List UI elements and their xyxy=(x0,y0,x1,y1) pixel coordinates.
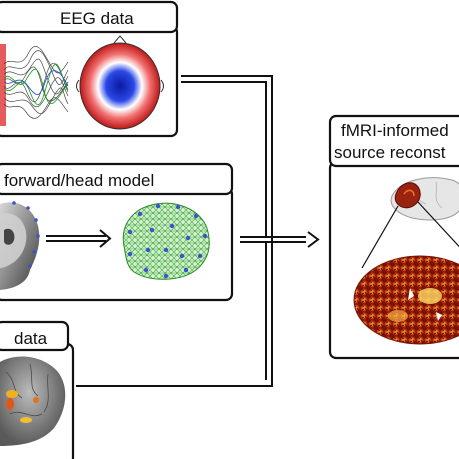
output-panel-title-line1: fMRI-informed xyxy=(341,121,449,140)
merge-arrow-icon xyxy=(307,231,320,248)
fmri-panel-title: data xyxy=(14,329,48,348)
eeg-panel-title: EEG data xyxy=(60,9,134,28)
head-mesh-image xyxy=(122,202,210,280)
brain-source-image xyxy=(390,177,459,221)
scalp-topography-image xyxy=(76,35,164,130)
forward-panel-title: forward/head model xyxy=(4,171,154,190)
arrow-right-icon xyxy=(46,229,112,248)
fmri-panel: data xyxy=(0,320,75,459)
connector-lines xyxy=(76,75,306,387)
mri-head-image xyxy=(0,201,40,290)
zoom-lines xyxy=(361,201,459,269)
cortex-source-map-image xyxy=(353,255,459,345)
eeg-panel: EEG data xyxy=(0,0,179,138)
eeg-traces-image xyxy=(0,42,70,128)
activation-blobs xyxy=(6,390,39,423)
source-reconstruction-panel: fMRI-informed source reconst xyxy=(328,114,459,360)
output-panel-title-line2: source reconst xyxy=(334,143,446,162)
brain-fmri-image xyxy=(0,356,66,446)
forward-model-panel: forward/head model xyxy=(0,162,234,302)
